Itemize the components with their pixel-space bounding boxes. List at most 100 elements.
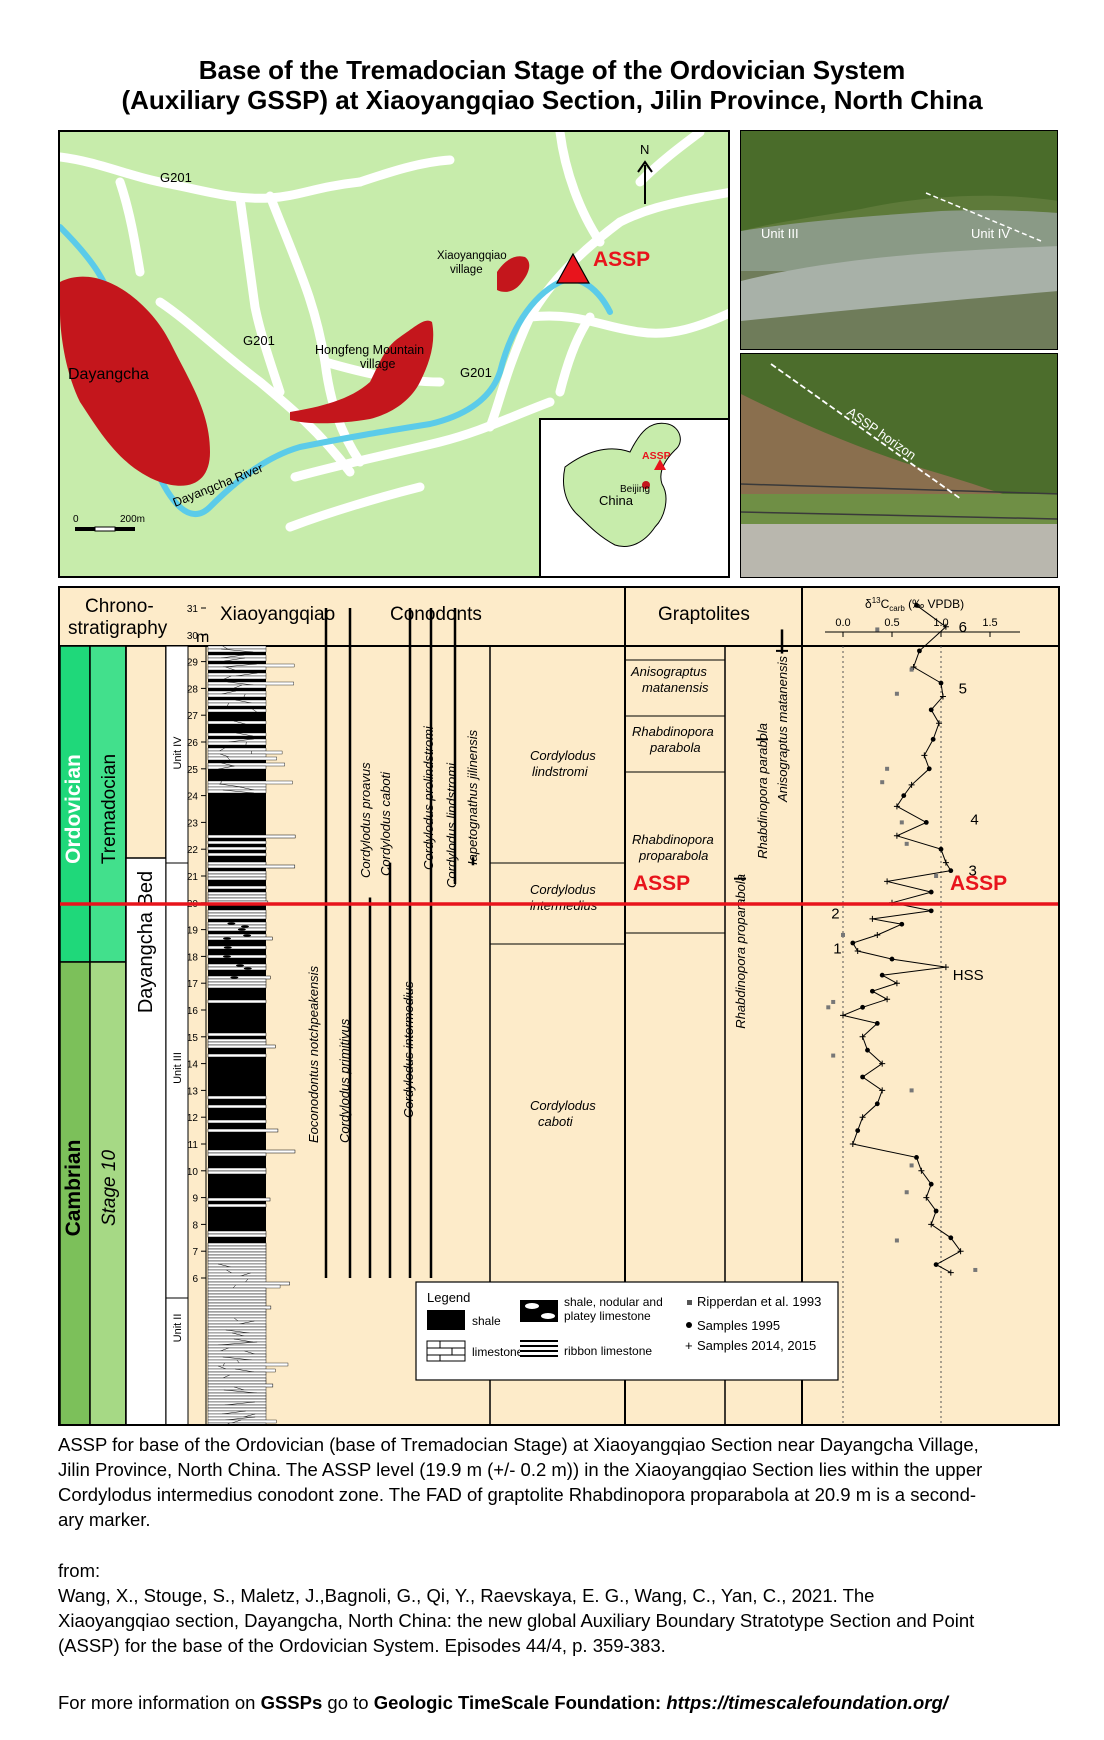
isotope-point [928, 1221, 935, 1228]
grapt-zone-label: parabola [649, 740, 701, 755]
isotope-square-point [880, 780, 885, 785]
isotope-event-label: 5 [959, 680, 967, 697]
isotope-point [933, 1262, 939, 1267]
isotope-point [850, 940, 856, 946]
north-label: N [640, 142, 649, 157]
scale-bar-segment [94, 526, 116, 532]
meter-label: 24 [187, 792, 199, 803]
isotope-point [948, 1235, 954, 1241]
isotope-point [869, 915, 876, 922]
xiaoyangqiao-area [497, 256, 530, 292]
meter-label: 21 [187, 872, 199, 883]
caption-line: Cordylodus intermedius conodont zone. Th… [58, 1484, 977, 1505]
zone-label: Cordylodus [530, 1098, 596, 1113]
isotope-point [928, 908, 934, 914]
website-link[interactable]: https://timescalefoundation.org/ [666, 1692, 948, 1713]
conodont-taxon-label: Cordylodus prolindstromi [421, 725, 436, 870]
legend-s1995: Samples 1995 [697, 1318, 780, 1333]
isotope-tick-label: 0.5 [884, 617, 899, 629]
isotope-point [860, 1004, 865, 1010]
isotope-point [879, 1060, 886, 1067]
zone-label: lindstromi [532, 764, 589, 779]
meter-label: 25 [187, 765, 199, 776]
isotope-point [923, 1194, 930, 1201]
page-title: Base of the Tremadocian Stage of the Ord… [198, 55, 906, 85]
legend-title: Legend [427, 1290, 470, 1305]
inset-china-label: China [599, 493, 634, 508]
legend-ripperdan: Ripperdan et al. 1993 [697, 1294, 821, 1309]
meter-label: 9 [192, 1194, 198, 1205]
conodont-taxon-label: Cordylodus proavus [358, 762, 373, 878]
legend: Legend shale limestone shale, nodular an… [415, 1281, 839, 1381]
photo-assp-horizon: ASSP horizon [740, 353, 1058, 578]
hdr-section: Xiaoyangqiao [220, 604, 335, 625]
unit4-label: Unit IV [172, 736, 184, 770]
conodont-taxon-label: Eoconodontus notchpeakensis [306, 965, 321, 1143]
isotope-point [893, 803, 900, 810]
tremadocian-box [89, 645, 127, 963]
meter-label: 15 [187, 1033, 199, 1044]
isotope-point [923, 820, 929, 825]
isotope-point [928, 1181, 934, 1187]
isotope-point [921, 752, 928, 759]
legend-square-icon [687, 1300, 692, 1305]
conodont-taxon-label: Iapetognathus jilinensis [465, 729, 480, 865]
road-label: G201 [160, 170, 192, 185]
assp-triangle [555, 252, 591, 284]
meter-label: 22 [187, 845, 199, 856]
assp-isotope-label: ASSP [950, 872, 1007, 895]
hdr-chrono: Chrono- [85, 596, 154, 617]
isotope-point [939, 693, 946, 700]
north-arrow-head [637, 160, 653, 173]
meter-label: 13 [187, 1086, 199, 1097]
road-label: G201 [243, 333, 275, 348]
inset-beijing-label: Beijing [620, 484, 650, 495]
meter-label: 27 [187, 711, 199, 722]
legend-nodular-swatch [520, 1300, 558, 1322]
unit2-label: Unit II [172, 1314, 184, 1343]
zone-label: caboti [538, 1114, 574, 1129]
meter-label: 18 [187, 952, 199, 963]
meter-scale: 6789101112131415161718192021222324252627… [187, 604, 207, 1424]
isotope-square-point [909, 1088, 914, 1093]
legend-shale: shale [472, 1314, 501, 1328]
isotope-point [870, 988, 875, 994]
photo-section-overview: Unit III Unit IV [740, 130, 1058, 350]
isotope-tick-label: 0.0 [835, 617, 850, 629]
assp-map-label: ASSP [593, 248, 650, 271]
stage-lower: Stage 10 [99, 1150, 120, 1226]
isotope-point [914, 602, 919, 608]
isotope-point [884, 878, 891, 885]
isotope-square-point [904, 841, 909, 846]
isotope-point [874, 1101, 880, 1107]
isotope-point [917, 648, 922, 654]
dayangcha-area [60, 276, 210, 486]
isotope-tick-label: 1.5 [982, 617, 997, 629]
grapt-zone-label: Rhabdinopora [632, 832, 714, 847]
zone-label: Cordylodus [530, 882, 596, 897]
zone-label: Cordylodus [530, 748, 596, 763]
caption-line: ASSP for base of the Ordovician (base of… [58, 1434, 979, 1455]
isotope-point [938, 846, 944, 852]
isotope-event-label: 6 [959, 619, 967, 636]
isotope-point [879, 1087, 886, 1094]
isotope-square-point [934, 874, 939, 878]
isotope-point [942, 964, 949, 971]
bed-box [125, 857, 167, 1424]
legend-ribbon: ribbon limestone [564, 1344, 652, 1358]
isotope-point [874, 931, 881, 938]
legend-dot-icon [686, 1322, 692, 1328]
assp-grapt-label: ASSP [633, 872, 690, 895]
isotope-point [859, 1114, 866, 1121]
isotope-event-label: 2 [831, 906, 839, 923]
town-label: Dayangcha [68, 366, 149, 383]
hdr-chrono: stratigraphy [68, 618, 168, 639]
isotope-point [849, 1141, 856, 1147]
hdr-conodonts: Conodonts [390, 604, 482, 625]
isotope-point [942, 623, 949, 630]
grapt-zone-label: Rhabdinopora [632, 724, 714, 739]
grapt-zone-label: Anisograptus [630, 664, 707, 679]
lithology-column [207, 645, 296, 1424]
